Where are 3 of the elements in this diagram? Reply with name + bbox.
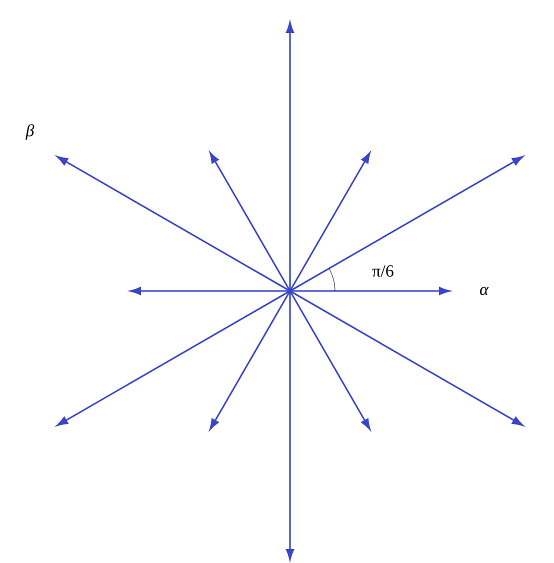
axis-label: α — [480, 286, 489, 296]
axis-label: β — [26, 124, 34, 140]
angle-label: π/6 — [372, 265, 394, 277]
